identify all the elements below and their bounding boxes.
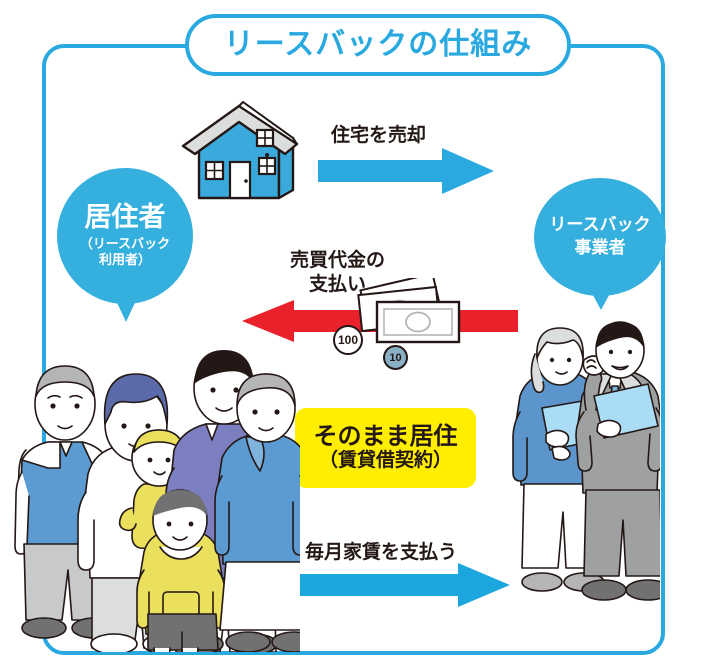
highlight-line1: そのまま居住 xyxy=(313,422,458,450)
payment-label-line2: 支払い xyxy=(309,273,367,295)
payment-label-line1: 売買代金の xyxy=(290,250,386,271)
provider-balloon-body: リースバック 事業者 xyxy=(534,178,666,296)
coin-100: 100 xyxy=(333,325,363,355)
resident-sublabel: （リースバック 利用者） xyxy=(80,236,170,269)
provider-label-line1: リースバック xyxy=(549,215,651,235)
provider-balloon: リースバック 事業者 xyxy=(534,178,666,310)
coin-10: 10 xyxy=(383,345,408,370)
payment-label: 売買代金の 支払い xyxy=(290,249,385,297)
stay-resident-highlight: そのまま居住 （賃貸借契約） xyxy=(295,408,476,488)
family-illustration xyxy=(8,332,317,672)
resident-label: 居住者 xyxy=(84,202,166,233)
page-title: リースバックの仕組み xyxy=(223,28,533,61)
diagram-title-pill: リースバックの仕組み xyxy=(185,14,571,76)
business-agents-illustration xyxy=(508,320,671,650)
resident-sublabel-line2: 利用者） xyxy=(98,252,151,268)
monthly-rent-arrow xyxy=(285,563,510,607)
resident-sublabel-line1: （リースバック xyxy=(79,236,171,252)
house-icon xyxy=(175,98,305,206)
monthly-rent-label: 毎月家賃を支払う xyxy=(305,542,458,563)
resident-balloon-body: 居住者 （リースバック 利用者） xyxy=(57,168,193,304)
highlight-line2: （賃貸借契約） xyxy=(318,450,452,472)
provider-label-line2: 事業者 xyxy=(574,238,626,257)
sell-house-label: 住宅を売却 xyxy=(331,125,427,146)
resident-balloon: 居住者 （リースバック 利用者） xyxy=(57,168,193,322)
sell-house-arrow xyxy=(318,148,494,194)
banknotes-icon xyxy=(355,272,463,350)
